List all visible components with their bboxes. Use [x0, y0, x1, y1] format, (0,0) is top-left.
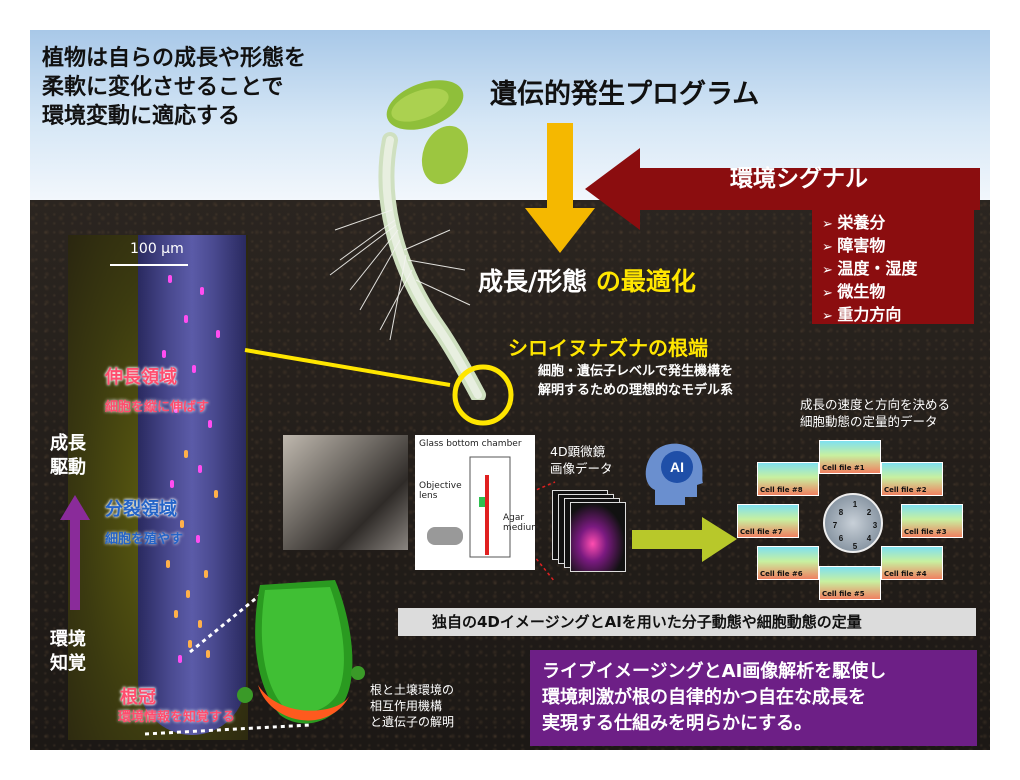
- environment-signal-label: 環境シグナル: [730, 166, 868, 192]
- conclusion-line-2: 環境刺激が根の自律的かつ自在な成長を: [542, 687, 866, 708]
- glass-chamber-label: Glass bottom chamber: [419, 439, 522, 449]
- slide: 植物は自らの成長や形態を 柔軟に変化させることで 環境変動に適応する 遺伝的発生…: [30, 30, 990, 750]
- svg-text:6: 6: [839, 534, 844, 543]
- cell-file-tile: Cell file #2: [881, 462, 943, 496]
- conclusion-box: ライブイメージングとAI画像解析を駆使し 環境刺激が根の自律的かつ自在な成長を …: [530, 650, 977, 746]
- 4d-data-line-2: 画像データ: [550, 461, 613, 476]
- chamber-illustration: [427, 456, 511, 558]
- signal-item: 障害物: [822, 235, 964, 258]
- svg-text:4: 4: [867, 534, 872, 543]
- 4d-data-line-1: 4D顕微鏡: [550, 444, 606, 459]
- yellow-down-arrow: [525, 123, 595, 253]
- root-cap-title: 根冠: [120, 687, 156, 708]
- model-desc-line-1: 細胞・遺伝子レベルで発生機構を: [538, 364, 734, 379]
- svg-text:1: 1: [853, 500, 858, 509]
- ai-head-icon: AI: [645, 443, 703, 505]
- svg-text:5: 5: [853, 542, 858, 551]
- conclusion-line-1: ライブイメージングとAI画像解析を駆使し: [542, 661, 887, 682]
- scale-bar: [110, 264, 188, 266]
- cell-file-tile: Cell file #4: [881, 546, 943, 580]
- interaction-line-3: と遺伝子の解明: [370, 715, 455, 729]
- interaction-line-1: 根と土壌環境の: [370, 683, 455, 697]
- 4d-data-label: 4D顕微鏡 画像データ: [550, 443, 613, 477]
- ai-label: AI: [670, 459, 684, 475]
- interaction-description: 根と土壌環境の 相互作用機構 と遺伝子の解明: [370, 682, 454, 730]
- signal-item: 栄養分: [822, 212, 964, 235]
- elongation-zone-sub: 細胞を縦に伸ばす: [105, 400, 210, 415]
- root-tip-fluorescence-image: [68, 235, 248, 740]
- optimization-title: 成長/形態 の最適化: [478, 262, 696, 298]
- optimization-prefix: 成長/形態: [478, 267, 588, 296]
- scale-label: 100 μm: [130, 241, 184, 257]
- intro-text: 植物は自らの成長や形態を 柔軟に変化させることで 環境変動に適応する: [42, 44, 306, 131]
- model-desc-line-2: 解明するための理想的なモデル系: [538, 383, 734, 398]
- agar-medium-label: Agar medium: [503, 513, 540, 533]
- intro-line-3: 環境変動に適応する: [42, 104, 241, 129]
- model-description: 細胞・遺伝子レベルで発生機構を 解明するための理想的なモデル系: [538, 362, 733, 400]
- cell-file-analysis: Cell file #1 Cell file #2 Cell file #3 C…: [735, 440, 965, 610]
- environment-signal-list: 栄養分 障害物 温度・湿度 微生物 重力方向: [812, 206, 974, 324]
- env-perception-line-2: 知覚: [50, 653, 86, 674]
- signal-item: 温度・湿度: [822, 258, 964, 281]
- cell-file-tile: Cell file #6: [757, 546, 819, 580]
- imaging-banner: 独自の4DイメージングとAIを用いた分子動態や細胞動態の定量: [398, 608, 976, 636]
- optimization-highlight: の最適化: [595, 267, 696, 296]
- cell-file-tile: Cell file #1: [819, 440, 881, 474]
- elongation-zone-title: 伸長領域: [105, 367, 177, 388]
- cell-file-tile: Cell file #8: [757, 462, 819, 496]
- env-perception-line-1: 環境: [50, 629, 86, 650]
- growth-drive-line-2: 駆動: [50, 457, 86, 478]
- root-cap-sub: 環境情報を知覚する: [118, 710, 236, 725]
- root-cross-section: 1 2 3 4 5 6 7 8: [823, 493, 883, 553]
- growth-drive-arrow: [60, 495, 90, 610]
- cross-section-numbers: 1 2 3 4 5 6 7 8: [833, 500, 878, 551]
- cell-file-tile: Cell file #5: [819, 566, 881, 600]
- quant-desc-line-2: 細胞動態の定量的データ: [800, 414, 938, 429]
- growth-drive-line-1: 成長: [50, 433, 86, 454]
- chamber-diagram: Glass bottom chamber Objective lens Agar…: [415, 435, 540, 570]
- quantitative-data-description: 成長の速度と方向を決める 細胞動態の定量的データ: [800, 396, 950, 430]
- cell-file-tile: Cell file #3: [901, 504, 963, 538]
- cell-file-tile: Cell file #7: [737, 504, 799, 538]
- intro-line-2: 柔軟に変化させることで: [42, 75, 284, 100]
- processing-arrow: [632, 517, 737, 562]
- signal-item: 微生物: [822, 281, 964, 304]
- division-zone-sub: 細胞を殖やす: [105, 532, 184, 547]
- microscope-photo: [283, 435, 408, 550]
- svg-text:7: 7: [833, 521, 838, 530]
- signal-item: 重力方向: [822, 304, 964, 327]
- svg-text:8: 8: [839, 508, 844, 517]
- intro-line-1: 植物は自らの成長や形態を: [42, 46, 307, 71]
- conclusion-line-3: 実現する仕組みを明らかにする。: [542, 713, 813, 734]
- interaction-line-2: 相互作用機構: [370, 699, 443, 713]
- environment-perception-label: 環境 知覚: [50, 628, 86, 676]
- seedling-illustration: [329, 80, 486, 400]
- division-zone-title: 分裂領域: [105, 499, 177, 520]
- quant-desc-line-1: 成長の速度と方向を決める: [800, 397, 951, 412]
- program-title: 遺伝的発生プログラム: [490, 79, 760, 110]
- model-title: シロイヌナズナの根端: [508, 336, 708, 360]
- growth-drive-label: 成長 駆動: [50, 432, 86, 480]
- svg-text:3: 3: [873, 521, 878, 530]
- svg-text:2: 2: [867, 508, 872, 517]
- objective-lens-label: Objective lens: [419, 481, 462, 501]
- root-cap-microscope-inset: [237, 580, 365, 724]
